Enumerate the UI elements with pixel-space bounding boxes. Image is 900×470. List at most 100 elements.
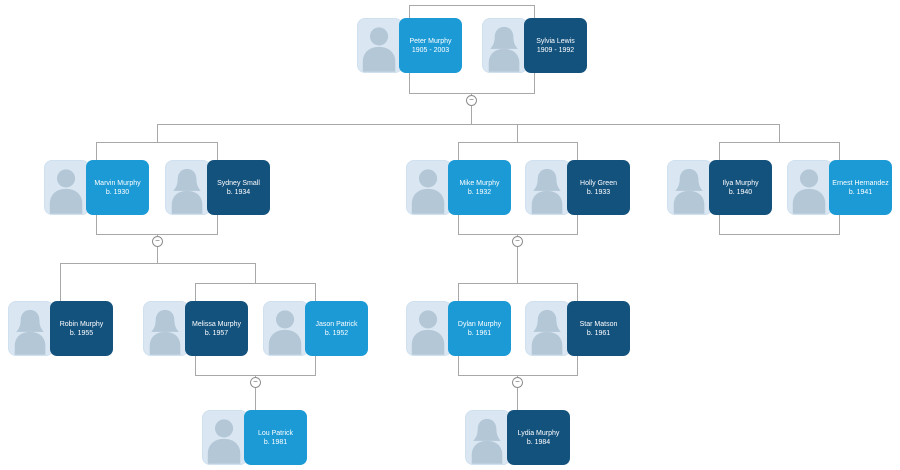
person-card-mike-murphy[interactable]: Mike Murphy b. 1932: [406, 160, 511, 215]
person-name: Marvin Murphy: [94, 179, 141, 187]
person-card-ernest-hernandez[interactable]: Ernest Hernandez b. 1941: [787, 160, 892, 215]
person-card-jason-patrick[interactable]: Jason Patrick b. 1952: [263, 301, 368, 356]
person-card-ilya-murphy[interactable]: Ilya Murphy b. 1940: [667, 160, 772, 215]
connector-line: [719, 142, 840, 143]
person-years: b. 1952: [324, 329, 349, 337]
connector-line: [577, 283, 578, 301]
person-name: Peter Murphy: [409, 37, 452, 45]
connector-line: [534, 5, 535, 18]
female-avatar-icon: [525, 301, 571, 356]
person-card-melissa-murphy[interactable]: Melissa Murphy b. 1957: [143, 301, 248, 356]
person-years: b. 1941: [848, 188, 873, 196]
person-name: Ernest Hernandez: [832, 179, 889, 187]
connector-line: [719, 215, 720, 234]
male-avatar-icon: [263, 301, 309, 356]
person-name: Robin Murphy: [59, 320, 104, 328]
person-panel: Dylan Murphy b. 1961: [448, 301, 511, 356]
person-panel: Ernest Hernandez b. 1941: [829, 160, 892, 215]
female-avatar-icon: [525, 160, 571, 215]
person-card-lydia-murphy[interactable]: Lydia Murphy b. 1984: [465, 410, 570, 465]
female-avatar-icon: [143, 301, 189, 356]
person-name: Star Matson: [579, 320, 618, 328]
male-avatar-icon: [787, 160, 833, 215]
person-years: 1905 - 2003: [411, 46, 450, 54]
connector-line: [458, 142, 578, 143]
connector-line: [255, 375, 256, 410]
person-card-star-matson[interactable]: Star Matson b. 1961: [525, 301, 630, 356]
collapse-toggle-melissa-jason[interactable]: −: [250, 377, 261, 388]
person-years: b. 1932: [467, 188, 492, 196]
male-avatar-icon: [406, 160, 452, 215]
person-name: Melissa Murphy: [191, 320, 241, 328]
male-avatar-icon: [357, 18, 403, 73]
person-card-peter-murphy[interactable]: Peter Murphy 1905 - 2003: [357, 18, 462, 73]
person-years: b. 1957: [204, 329, 229, 337]
connector-line: [96, 215, 97, 234]
female-avatar-icon: [667, 160, 713, 215]
person-years: b. 1930: [105, 188, 130, 196]
connector-line: [195, 356, 196, 375]
connector-line: [195, 283, 316, 284]
connector-line: [409, 93, 535, 94]
person-card-holly-green[interactable]: Holly Green b. 1933: [525, 160, 630, 215]
female-avatar-icon: [8, 301, 54, 356]
person-panel: Marvin Murphy b. 1930: [86, 160, 149, 215]
person-panel: Sydney Small b. 1934: [207, 160, 270, 215]
male-avatar-icon: [44, 160, 90, 215]
person-years: b. 1933: [586, 188, 611, 196]
person-card-marvin-murphy[interactable]: Marvin Murphy b. 1930: [44, 160, 149, 215]
connector-line: [839, 215, 840, 234]
person-name: Sylvia Lewis: [536, 37, 575, 45]
person-years: b. 1984: [526, 438, 551, 446]
person-years: 1909 - 1992: [536, 46, 575, 54]
person-panel: Lou Patrick b. 1981: [244, 410, 307, 465]
connector-line: [458, 142, 459, 160]
person-years: b. 1955: [69, 329, 94, 337]
connector-line: [60, 263, 61, 301]
connector-line: [409, 5, 535, 6]
collapse-toggle-marvin-sydney[interactable]: −: [152, 236, 163, 247]
connector-line: [157, 124, 780, 125]
connector-line: [577, 142, 578, 160]
female-avatar-icon: [165, 160, 211, 215]
person-name: Lydia Murphy: [517, 429, 560, 437]
person-years: b. 1961: [586, 329, 611, 337]
person-panel: Mike Murphy b. 1932: [448, 160, 511, 215]
person-name: Mike Murphy: [459, 179, 500, 187]
connector-line: [217, 142, 218, 160]
connector-line: [458, 283, 459, 301]
person-card-lou-patrick[interactable]: Lou Patrick b. 1981: [202, 410, 307, 465]
person-years: b. 1981: [263, 438, 288, 446]
connector-line: [255, 263, 256, 283]
person-card-sylvia-lewis[interactable]: Sylvia Lewis 1909 - 1992: [482, 18, 587, 73]
collapse-toggle-dylan-star[interactable]: −: [512, 377, 523, 388]
person-panel: Robin Murphy b. 1955: [50, 301, 113, 356]
person-card-dylan-murphy[interactable]: Dylan Murphy b. 1961: [406, 301, 511, 356]
connector-line: [157, 124, 158, 142]
person-panel: Peter Murphy 1905 - 2003: [399, 18, 462, 73]
person-card-robin-murphy[interactable]: Robin Murphy b. 1955: [8, 301, 113, 356]
connector-line: [719, 142, 720, 160]
connector-line: [458, 215, 459, 234]
person-name: Ilya Murphy: [722, 179, 759, 187]
connector-line: [217, 215, 218, 234]
female-avatar-icon: [465, 410, 511, 465]
connector-line: [409, 73, 410, 93]
person-years: b. 1961: [467, 329, 492, 337]
connector-line: [458, 356, 459, 375]
connector-line: [577, 215, 578, 234]
connector-line: [458, 234, 578, 235]
connector-line: [517, 124, 518, 142]
connector-line: [839, 142, 840, 160]
connector-line: [719, 234, 840, 235]
collapse-toggle-peter-sylvia[interactable]: −: [466, 95, 477, 106]
connector-line: [458, 375, 578, 376]
connector-line: [458, 283, 578, 284]
person-card-sydney-small[interactable]: Sydney Small b. 1934: [165, 160, 270, 215]
connector-line: [315, 356, 316, 375]
collapse-toggle-mike-holly[interactable]: −: [512, 236, 523, 247]
person-years: b. 1934: [226, 188, 251, 196]
person-panel: Ilya Murphy b. 1940: [709, 160, 772, 215]
person-panel: Jason Patrick b. 1952: [305, 301, 368, 356]
connector-line: [315, 283, 316, 301]
